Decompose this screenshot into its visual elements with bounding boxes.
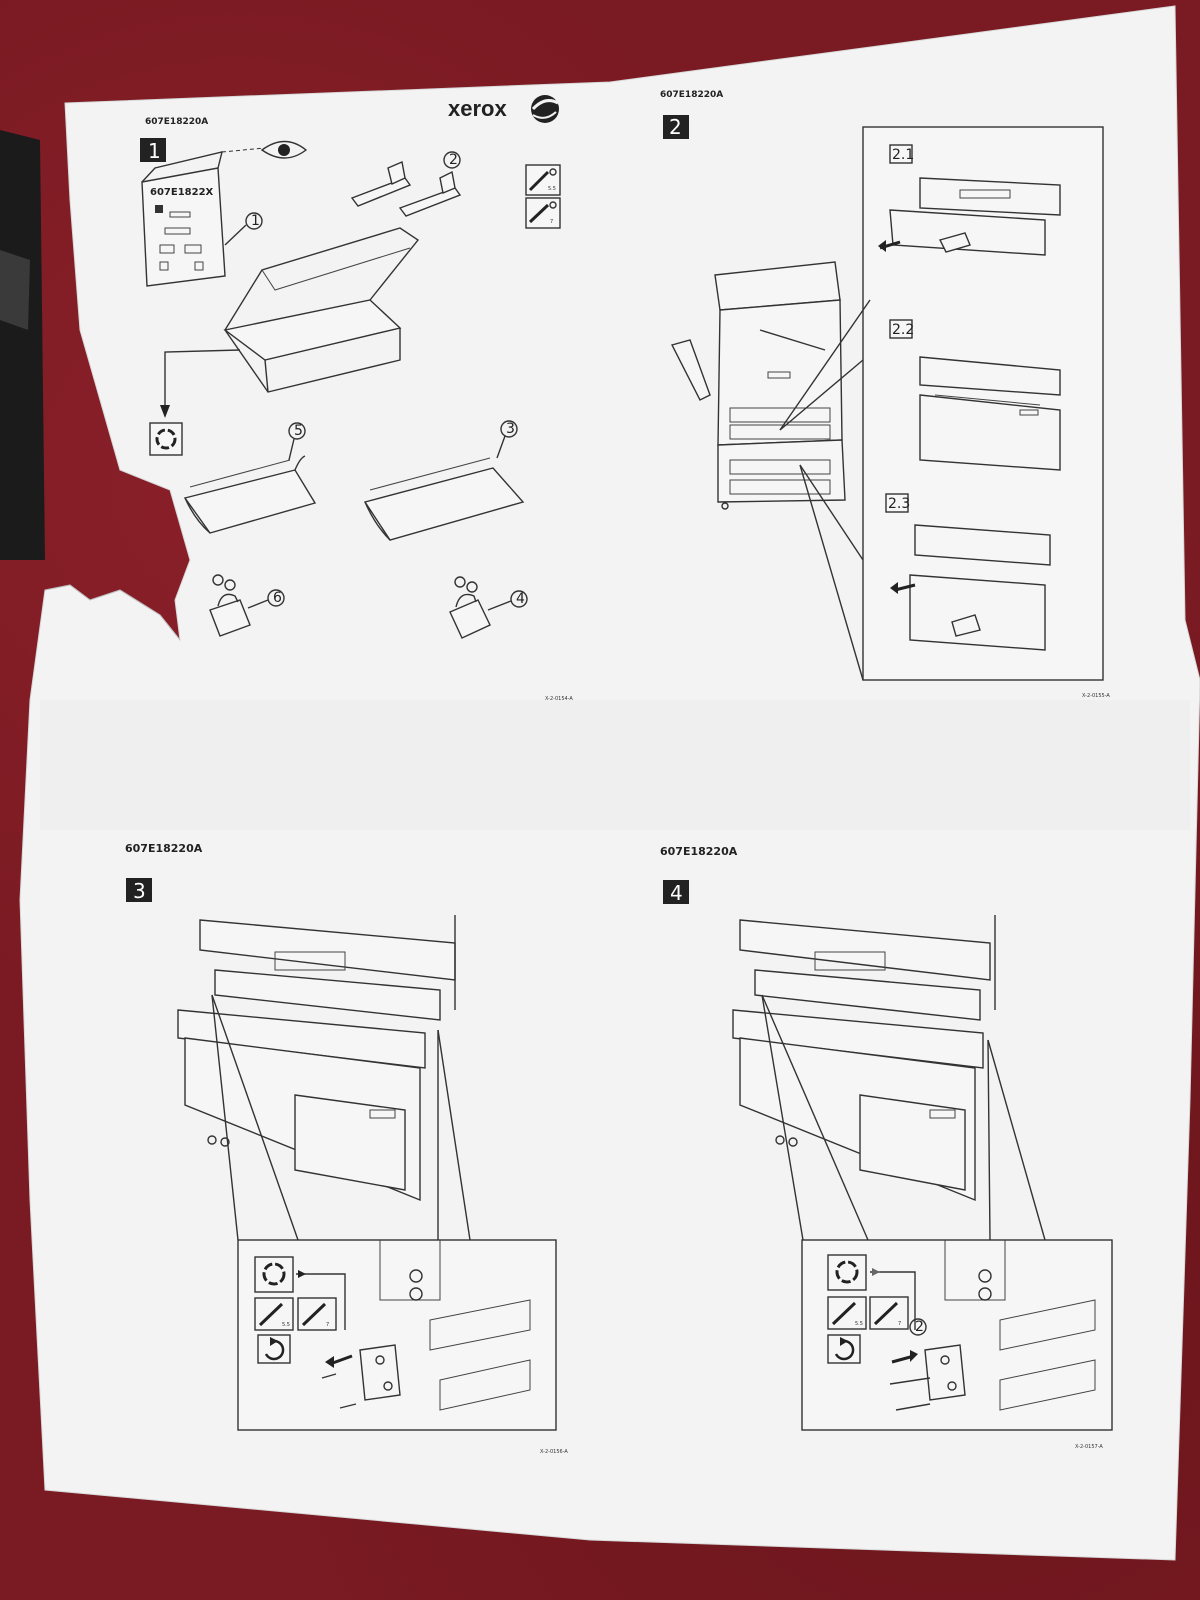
printer-illustration	[670, 261, 846, 510]
tray-part-5	[183, 455, 317, 534]
tray-part-3	[363, 457, 525, 541]
callout-2-step-4: 2	[915, 1319, 924, 1335]
step-badge-1	[140, 138, 166, 162]
tool-size-7: 7	[550, 219, 553, 225]
padlock-keys-4	[449, 576, 491, 639]
recycle-icon-step-1	[149, 422, 183, 456]
figure-code-step-3: X-2-0156-A	[540, 1449, 568, 1455]
bracket-parts	[350, 161, 462, 217]
tool-size-7-step-4: 7	[898, 1321, 901, 1327]
brand-logo-text: xerox	[448, 96, 507, 121]
screwdriver-icons-step-1: 5.5 7	[525, 164, 561, 229]
figure-code-step-4: X-2-0157-A	[1075, 1444, 1103, 1450]
step-number-4: 4	[670, 881, 683, 905]
substep-2-1: 2.1	[892, 147, 914, 163]
tool-size-55: 5.5	[548, 186, 556, 192]
tray-cabinet-step-3	[177, 915, 456, 1202]
callout-6: 6	[273, 590, 282, 606]
rotate-icon-step-4	[827, 1334, 861, 1364]
figure-code-step-2: X-2-0155-A	[1082, 693, 1110, 699]
part-number-step-3: 607E18220A	[125, 842, 203, 855]
part-number-step-1: 607E18220A	[145, 117, 208, 127]
step-badge-4	[663, 880, 689, 904]
substep-2-3: 2.3	[888, 496, 910, 512]
step-badge-3	[126, 878, 152, 902]
callout-5: 5	[294, 423, 303, 439]
bracket-install-detail	[889, 1240, 1096, 1411]
screwdriver-icons-step-3: 5.5 7	[254, 1297, 337, 1331]
kit-label: 607E1822X	[150, 187, 214, 198]
tool-size-7-step-3: 7	[326, 1322, 329, 1328]
step-badge-2	[663, 115, 689, 139]
tool-size-55-step-4: 5.5	[855, 1321, 863, 1327]
step-number-1: 1	[148, 139, 161, 163]
padlock-keys-6	[209, 574, 251, 637]
step-number-3: 3	[133, 879, 146, 903]
recycle-icon-step-3	[254, 1256, 294, 1293]
rotate-icon-step-3	[257, 1334, 291, 1364]
part-number-step-2: 607E18220A	[660, 90, 723, 100]
step-number-2: 2	[669, 115, 682, 139]
drawer-pull-out-2-1	[878, 177, 1061, 256]
callout-3: 3	[506, 421, 515, 437]
tool-size-55-step-3: 5.5	[282, 1322, 290, 1328]
drawer-remove-2-3	[890, 524, 1051, 651]
recycle-icon-step-4	[827, 1254, 867, 1291]
substep-2-2: 2.2	[892, 322, 914, 338]
callout-2: 2	[449, 152, 458, 168]
screwdriver-icons-step-4: 5.5 7	[827, 1296, 909, 1330]
callout-1: 1	[251, 213, 260, 229]
drawer-open-2-2	[919, 356, 1061, 471]
instruction-booklet: 607E1822X	[141, 151, 226, 287]
xerox-logo-icon	[531, 95, 559, 123]
packaging-box	[223, 227, 420, 393]
part-number-step-4: 607E18220A	[660, 845, 738, 858]
callout-4: 4	[516, 591, 525, 607]
figure-code-step-1: X-2-0154-A	[545, 696, 573, 702]
bracket-removal-detail	[321, 1240, 531, 1411]
eye-icon	[260, 140, 308, 159]
